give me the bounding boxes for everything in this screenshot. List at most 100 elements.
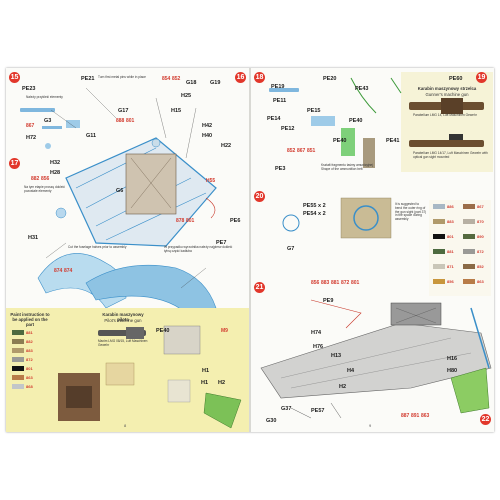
step-badge: 16 [235, 72, 246, 83]
gun-panel-title: Karabin maszynowy strzelca [417, 86, 477, 91]
paint-swatch [12, 375, 24, 380]
instruction-note: Cut the fuselage halves prior to assembl… [68, 245, 127, 249]
part-label: PE6 [230, 218, 241, 224]
part-label: H2 [339, 384, 347, 390]
left-page-drawing [6, 87, 249, 432]
machine-gun-model: Maxim LMG 08/15, Luft Maschinen Gewehr [98, 339, 148, 347]
page-number: 8 [124, 423, 127, 428]
part-label: PE40 [349, 118, 363, 124]
photo-detail-ring [340, 197, 392, 239]
paint-swatch [463, 234, 475, 239]
paint-swatch-code: 883 [447, 219, 454, 224]
paint-swatch-code: 863 [26, 375, 33, 380]
paint-code: 883 [321, 280, 330, 286]
step-badge: 18 [254, 72, 265, 83]
part-label: H32 [50, 160, 61, 166]
paint-code: 882 [31, 176, 40, 182]
paint-swatch [433, 279, 445, 284]
page-number: 9 [369, 423, 372, 428]
gun-drawing-2 [409, 140, 484, 147]
paint-code: 867 [26, 123, 35, 129]
part-label: G6 [116, 188, 124, 194]
paint-swatch-code: 883 [26, 348, 33, 353]
part-label: PE60 [449, 76, 463, 82]
photo-detail-1 [163, 325, 201, 355]
step-badge: 22 [480, 414, 491, 425]
part-label: H2 [218, 380, 226, 386]
paint-swatch-code: 852 [477, 264, 484, 269]
callout: PE54 x 2 [303, 211, 326, 217]
paint-swatch [463, 204, 475, 209]
gun-sight-note: It is suggested to bend the outer ring o… [395, 202, 427, 222]
paint-swatch-code: 871 [447, 264, 454, 269]
part-label: PE40 [156, 328, 170, 334]
paint-guide-title: Paint instruction to be applied on the p… [10, 312, 50, 327]
paint-swatch [433, 234, 445, 239]
step-badge: 17 [9, 158, 20, 169]
ammo-belt-note: Kształt fragmentu taśmy amunicyjnej Shap… [321, 163, 373, 171]
gun-panel-subtitle: Gunner's machine gun [425, 92, 469, 97]
paint-swatch [12, 357, 24, 362]
right-page: 18 20 21 22 19 PE19 PE20 PE11 PE14 PE12 … [251, 68, 494, 432]
part-label: H76 [313, 344, 324, 350]
step-badge: 21 [254, 282, 265, 293]
gun-model-2: Parabellum LMG 14/17, Luft Maschinen Gew… [413, 151, 488, 159]
part-label: PE21 [81, 76, 95, 82]
part-label: H15 [171, 108, 182, 114]
paint-code: 801 [351, 280, 360, 286]
paint-code: 851 [307, 148, 316, 154]
paint-code: 887 [401, 413, 410, 419]
instruction-note: Należy przykleić elementy [26, 95, 63, 99]
paint-code: M9 [221, 328, 228, 334]
part-label: H40 [202, 133, 213, 139]
part-label: H1 [202, 368, 210, 374]
paint-swatch-code: 881 [26, 330, 33, 335]
paint-swatch-code: 868 [26, 384, 33, 389]
paint-code: 867 [297, 148, 306, 154]
paint-swatch [463, 249, 475, 254]
paint-swatch-code: 881 [447, 249, 454, 254]
part-label: H13 [331, 353, 342, 359]
part-label: PE57 [311, 408, 325, 414]
part-label: G3 [44, 118, 52, 124]
part-label: H4 [347, 368, 355, 374]
part-label: G30 [266, 418, 277, 424]
part-label: PE3 [275, 166, 286, 172]
part-label: G19 [210, 80, 221, 86]
part-label: PE23 [22, 86, 36, 92]
right-page-drawing [260, 72, 493, 419]
part-label: H25 [181, 93, 192, 99]
paint-swatch [12, 339, 24, 344]
part-label: PE19 [271, 84, 285, 90]
step-badge: 20 [254, 191, 265, 202]
machine-gun-title: Karabin maszynowy pilota [102, 312, 144, 322]
part-label: PE20 [323, 76, 337, 82]
paint-swatch-code: 872 [477, 249, 484, 254]
paint-swatch [463, 264, 475, 269]
part-label: H80 [447, 368, 458, 374]
paint-code: 888 [116, 118, 125, 124]
instruction-note: W przypadku wyrzutnika należy najpierw d… [164, 245, 233, 253]
paint-code: 891 [411, 413, 420, 419]
part-strip [20, 108, 55, 112]
paint-swatch-code: 856 [447, 279, 454, 284]
wing-part [203, 392, 242, 429]
paint-swatch-code: 867 [477, 204, 484, 209]
part-label: PE7 [216, 240, 227, 246]
callout: PE55 x 2 [303, 203, 326, 209]
paint-swatch-code: 870 [477, 219, 484, 224]
paint-code: 878 [176, 218, 185, 224]
paint-code: 856 [311, 280, 320, 286]
paint-code: 874 [64, 268, 73, 274]
landing-skid [450, 367, 490, 414]
paint-swatch [433, 219, 445, 224]
paint-swatch-code: 863 [477, 279, 484, 284]
paint-swatch-code: 872 [26, 357, 33, 362]
part-label: PE14 [267, 116, 281, 122]
paint-code: 801 [186, 218, 195, 224]
part-label: G37 [281, 406, 292, 412]
paint-code: 872 [341, 280, 350, 286]
paint-swatch [463, 219, 475, 224]
paint-code: 852 [172, 76, 181, 82]
part-label: PE9 [323, 298, 334, 304]
